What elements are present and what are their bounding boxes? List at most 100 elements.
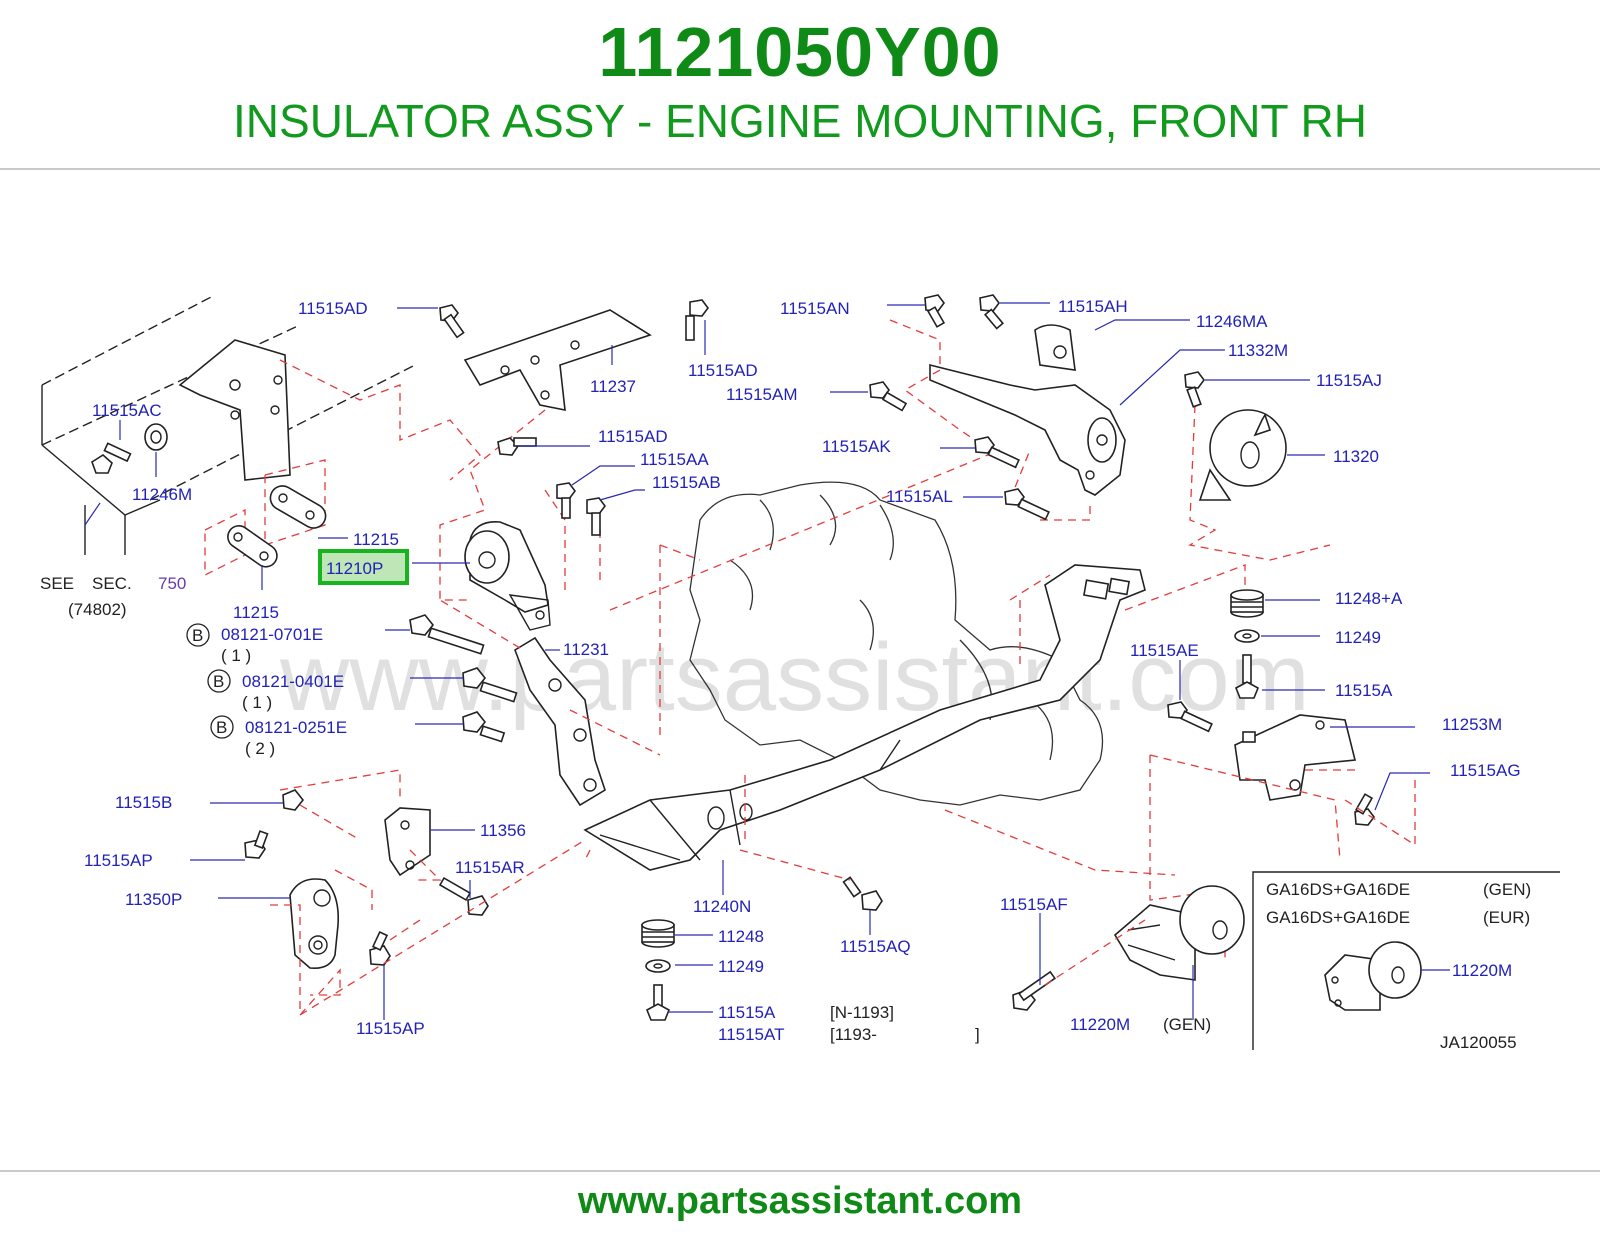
label-11515AN: 11515AN: [780, 299, 850, 318]
legend-row1-engine: GA16DS+GA16DE: [1266, 880, 1410, 899]
label-11220M-gen: 11220M: [1070, 1015, 1130, 1034]
bolt-11515AK[interactable]: [974, 436, 1020, 469]
washer-11249-bottom[interactable]: [645, 959, 671, 973]
bracket-11237[interactable]: [463, 309, 652, 411]
bracket-11231[interactable]: [514, 636, 606, 807]
label-11515AK: 11515AK: [822, 437, 891, 456]
mount-11220M-gen[interactable]: [1113, 885, 1245, 981]
highlight-box-11210P: [318, 549, 409, 585]
footer-divider: [0, 1170, 1600, 1172]
legend-row1-market: (GEN): [1483, 880, 1531, 899]
bracket-11332M[interactable]: [929, 363, 1126, 496]
bolt-11515AL[interactable]: [1004, 488, 1050, 521]
bolt-11515AA[interactable]: [556, 482, 576, 519]
bracket-11356[interactable]: [384, 807, 431, 877]
nut-11515B[interactable]: [282, 789, 305, 811]
mount-11220M-eur: [1324, 941, 1422, 1011]
label-08121-0401E: 08121-0401E: [242, 672, 344, 691]
insulator-11210P[interactable]: [464, 521, 551, 631]
bolt-11515AP-lower[interactable]: [369, 930, 391, 966]
part-labels[interactable]: 11515AD 11515AD 11237 11515AN 11515AH 11…: [40, 297, 1521, 1044]
label-11515AC: 11515AC: [92, 401, 162, 420]
bolt-08121-0251E[interactable]: [462, 711, 506, 743]
label-11515AD-1: 11515AD: [298, 299, 368, 318]
label-gen: (GEN): [1163, 1015, 1211, 1034]
insulator-11248[interactable]: [641, 919, 675, 948]
spacer-11215-upper[interactable]: [266, 482, 330, 533]
label-11246M: 11246M: [132, 485, 192, 504]
legend-box: [1252, 871, 1560, 1050]
bolt-08121-0701E[interactable]: [409, 614, 485, 655]
marker-b-2: B: [213, 672, 224, 691]
label-11515AT: 11515AT: [718, 1025, 784, 1044]
label-11248: 11248: [718, 927, 764, 946]
label-11332M: 11332M: [1228, 341, 1288, 360]
label-11515AF: 11515AF: [1000, 895, 1068, 914]
label-11515AQ: 11515AQ: [840, 937, 911, 956]
insulator-11350P[interactable]: [289, 878, 340, 970]
part-description: INSULATOR ASSY - ENGINE MOUNTING, FRONT …: [233, 95, 1367, 147]
label-11515AL: 11515AL: [886, 487, 953, 506]
bolt-11515AD-mid[interactable]: [497, 437, 537, 456]
label-11515AD-3: 11515AD: [598, 427, 668, 446]
label-11515AR: 11515AR: [455, 858, 525, 877]
label-11515AH: 11515AH: [1058, 297, 1128, 316]
crossmember-11240N[interactable]: [583, 564, 1146, 871]
label-qty-0401E: ( 1 ): [242, 693, 272, 712]
label-11515B: 11515B: [115, 793, 172, 812]
diagram-code: JA120055: [1440, 1033, 1517, 1052]
leader-lines: [84, 302, 1450, 1020]
label-see: SEE: [40, 574, 74, 593]
legend-row2-market: (EUR): [1483, 908, 1530, 927]
part-number-title: 1121050Y00: [598, 13, 1002, 91]
label-sec: SEC.: [92, 574, 132, 593]
bolt-11515AQ[interactable]: [842, 876, 883, 911]
label-11515A-right: 11515A: [1335, 681, 1393, 700]
bolt-11515A-bottom[interactable]: [645, 984, 671, 1021]
label-qty-0701E: ( 1 ): [221, 646, 251, 665]
bolt-11515AP-left[interactable]: [244, 830, 269, 859]
insulator-11246MA[interactable]: [1034, 324, 1076, 371]
bolt-08121-0401E[interactable]: [462, 667, 518, 703]
label-11515AJ: 11515AJ: [1316, 371, 1382, 390]
body-panel-outline: [41, 294, 416, 555]
bolt-11515AD-right[interactable]: [685, 299, 709, 341]
label-11240N: 11240N: [693, 897, 751, 916]
bolt-11515AC[interactable]: [91, 442, 132, 474]
insulator-11248A[interactable]: [1230, 589, 1264, 618]
bolt-11515AE[interactable]: [1167, 701, 1213, 733]
bolt-11515AJ[interactable]: [1184, 371, 1205, 408]
label-qty-0251E: ( 2 ): [245, 739, 275, 758]
washer-11249-right[interactable]: [1234, 629, 1260, 643]
label-11515A-bottom: 11515A: [718, 1003, 776, 1022]
label-11215-upper: 11215: [353, 530, 399, 549]
bolt-11515A-right[interactable]: [1234, 654, 1260, 699]
legend-row2-engine: GA16DS+GA16DE: [1266, 908, 1410, 927]
label-bracket-close: ]: [975, 1025, 980, 1044]
label-11515AG: 11515AG: [1450, 761, 1521, 780]
bolt-11515AH[interactable]: [979, 294, 1004, 330]
bolt-11515AR[interactable]: [438, 876, 489, 916]
label-11210P-highlighted: 11210P: [326, 559, 383, 578]
bolt-11515AM[interactable]: [869, 381, 908, 412]
bolt-11515AB[interactable]: [586, 497, 606, 536]
bolt-11515AD-top[interactable]: [439, 304, 465, 339]
label-11249-bottom: 11249: [718, 957, 764, 976]
label-11249-right: 11249: [1335, 628, 1381, 647]
label-11515AP-lower: 11515AP: [356, 1019, 425, 1038]
footer-url[interactable]: www.partsassistant.com: [577, 1180, 1023, 1222]
bolt-11515AN[interactable]: [924, 294, 946, 328]
insulator-11320[interactable]: [1198, 409, 1287, 501]
label-11515AA: 11515AA: [640, 450, 709, 469]
label-11515AE: 11515AE: [1130, 641, 1199, 660]
bolt-11515AG[interactable]: [1354, 793, 1375, 826]
label-750: 750: [158, 574, 186, 593]
header-divider: [0, 168, 1600, 170]
spacer-11215-lower[interactable]: [224, 522, 282, 572]
label-1193-from: [1193-: [830, 1025, 877, 1044]
label-11515AP-left: 11515AP: [84, 851, 153, 870]
bolt-reference-markers: B B B: [186, 623, 234, 739]
washer-11246M[interactable]: [144, 423, 168, 451]
bolt-11515AF[interactable]: [1012, 970, 1056, 1011]
